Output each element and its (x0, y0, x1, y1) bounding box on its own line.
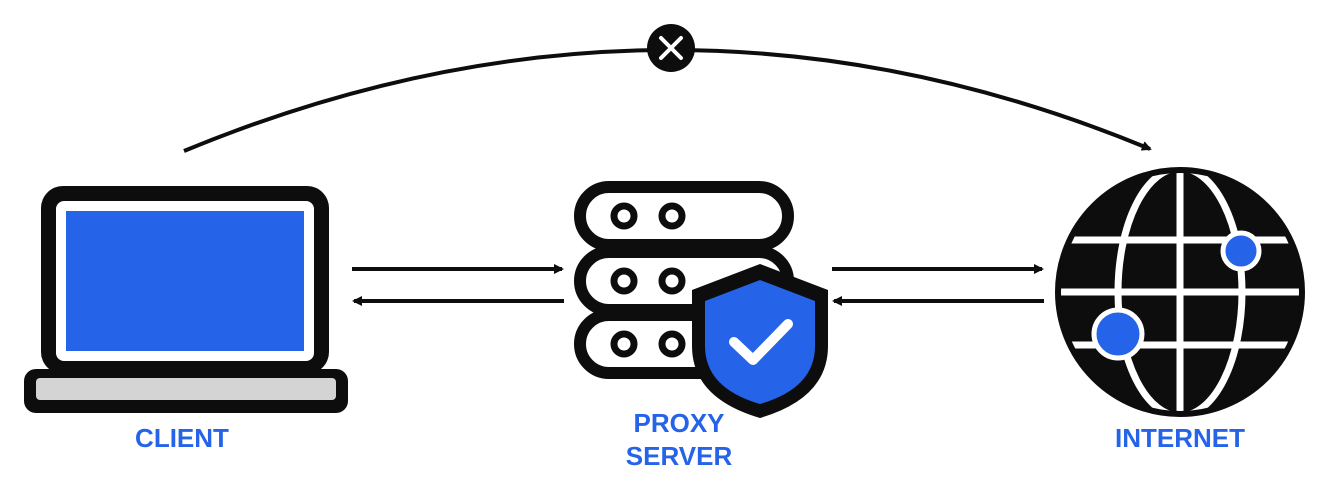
laptop-icon (24, 186, 348, 413)
globe-network-icon (1055, 167, 1305, 417)
shield-check-icon (692, 264, 828, 418)
client-label: CLIENT (135, 423, 229, 453)
proxy-label-line2: SERVER (626, 441, 733, 471)
proxy-label-line1: PROXY (633, 408, 724, 438)
internet-label: INTERNET (1115, 423, 1245, 453)
x-circle-icon (647, 24, 695, 72)
